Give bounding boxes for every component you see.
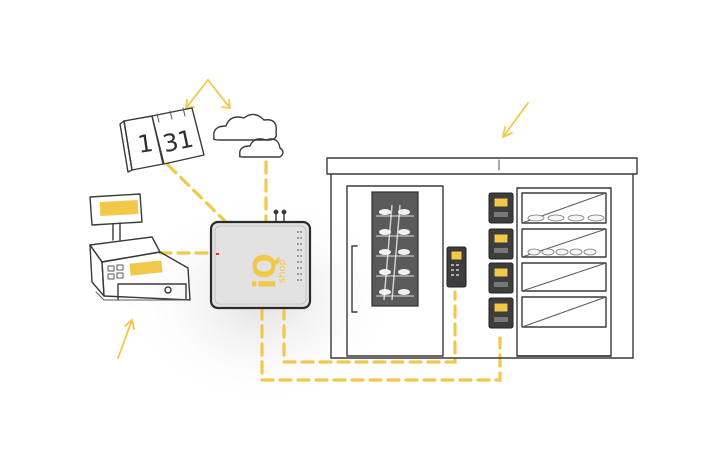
locker-terminal-icon — [488, 228, 514, 260]
arrowhead-right — [221, 99, 231, 109]
iq-shop-hub: iQ shop — [209, 209, 312, 310]
link-hub-lockers — [260, 306, 502, 382]
link-calendar-hub — [166, 163, 234, 230]
hub-brand-sub: shop — [277, 259, 288, 283]
arrowhead — [502, 126, 513, 138]
locker-terminal-icon — [488, 192, 514, 224]
cloud-icon — [212, 113, 284, 158]
vending-station — [326, 157, 638, 359]
arrows — [117, 79, 529, 359]
cash-register-icon — [89, 193, 191, 301]
connection-lines — [158, 160, 502, 382]
arrowhead — [124, 319, 135, 330]
arrowhead-left — [185, 99, 195, 109]
vent-dots — [297, 231, 302, 281]
locker-terminals — [488, 192, 514, 329]
calendar-day-left: 1 — [136, 129, 155, 159]
hub-brand-main: iQ — [248, 253, 283, 289]
locker-terminal-icon — [488, 262, 514, 294]
payment-terminal-icon — [446, 246, 467, 288]
arrow-icon — [502, 102, 529, 138]
locker-icon — [516, 187, 612, 357]
calendar-icon: 1 31 — [119, 107, 205, 173]
link-hub-terminal — [282, 290, 457, 364]
arrow-up-icon — [185, 79, 231, 109]
calendar-day-right: 31 — [160, 125, 196, 159]
locker-terminal-icon — [488, 297, 514, 329]
arrow-icon — [117, 319, 133, 359]
